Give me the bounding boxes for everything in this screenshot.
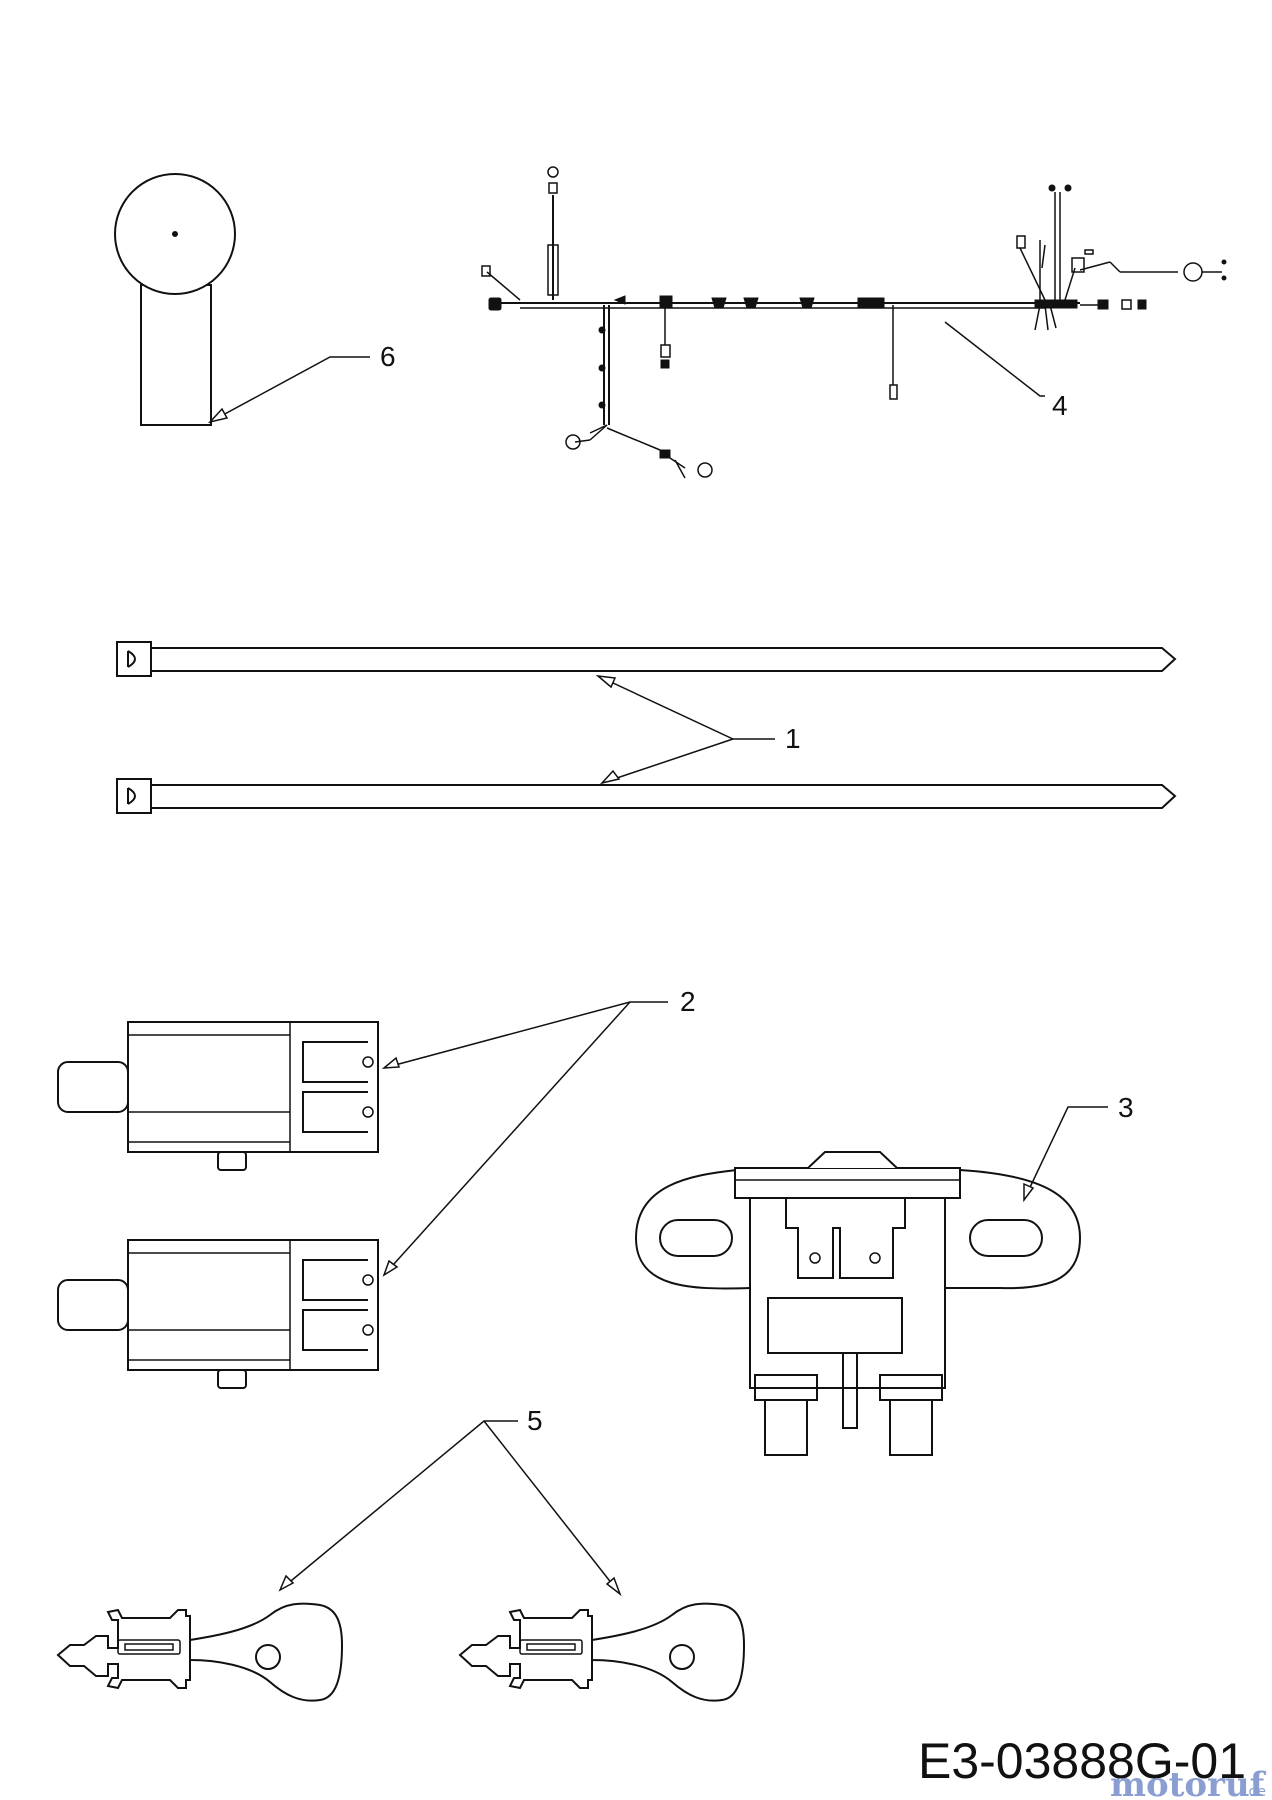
callout-4-leader [944, 321, 1045, 397]
callout-5-label: 5 [527, 1405, 543, 1436]
callout-1-leader [595, 674, 775, 785]
part-6-switch [114, 173, 236, 426]
callout-3-label: 3 [1118, 1092, 1134, 1123]
callout-1-label: 1 [785, 723, 801, 754]
callout-3-leader [1023, 1106, 1108, 1203]
part-1-cable-tie-top [116, 641, 1177, 677]
part-2-switch-top [57, 1021, 379, 1171]
callout-6-leader [207, 356, 370, 424]
part-5-key-left [56, 1602, 344, 1702]
callout-4-label: 4 [1052, 390, 1068, 421]
watermark-logo: motoruf .de [1110, 1765, 1267, 1800]
part-5-key-right [458, 1602, 746, 1702]
part-1-cable-tie-bottom [116, 778, 1177, 814]
callout-5-leader [278, 1420, 622, 1597]
part-2-switch-bottom [57, 1239, 379, 1389]
callout-2-label: 2 [680, 986, 696, 1017]
part-3-solenoid [634, 1151, 1082, 1456]
watermark-brand: motoruf [1110, 1765, 1267, 1800]
document-number: E3-03888G-01 [918, 1733, 1246, 1789]
watermark-suffix: .de [1244, 1784, 1266, 1800]
callout-6-label: 6 [380, 341, 396, 372]
part-4-wiring-harness [481, 166, 1227, 479]
callout-2-leader [381, 1001, 668, 1277]
